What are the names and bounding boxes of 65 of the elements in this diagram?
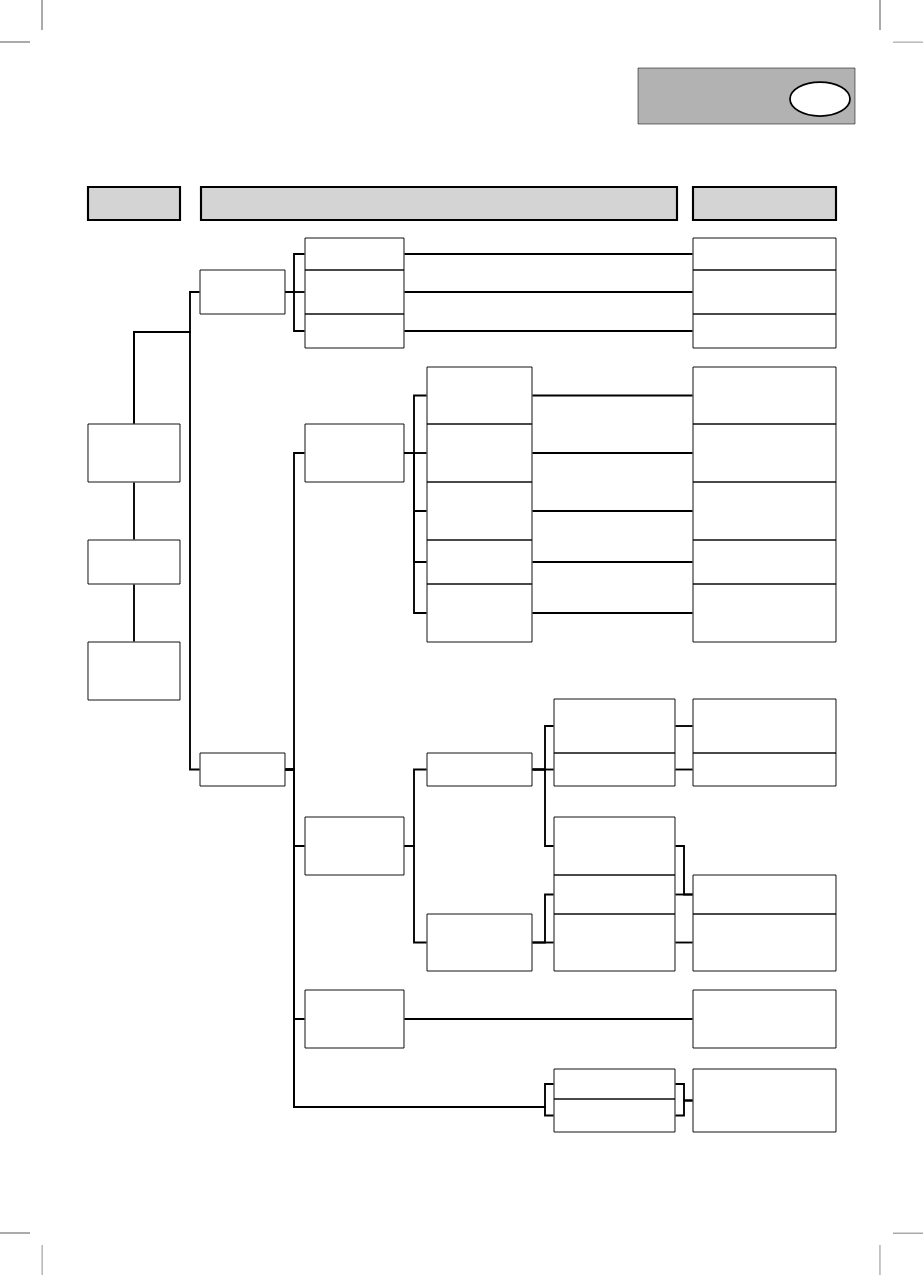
empty-box	[199, 269, 286, 315]
connector-line	[133, 583, 135, 643]
header-box	[199, 185, 679, 222]
connector-line	[531, 612, 694, 614]
empty-box	[304, 989, 405, 1049]
empty-box	[692, 269, 837, 315]
empty-box	[553, 874, 676, 915]
connector-line	[403, 1018, 694, 1020]
connector-line	[403, 845, 428, 944]
empty-box	[553, 1068, 676, 1100]
empty-box	[553, 698, 676, 754]
connector-line	[403, 253, 694, 255]
empty-box	[304, 816, 405, 876]
empty-box	[692, 313, 837, 349]
connector-line	[403, 452, 428, 614]
connector-line	[674, 893, 694, 896]
empty-box	[304, 237, 405, 271]
empty-box	[426, 481, 533, 541]
empty-box	[692, 874, 837, 915]
empty-box	[553, 752, 676, 787]
connector-line	[133, 331, 201, 771]
connector-line	[674, 941, 694, 944]
connector-line	[531, 941, 555, 944]
empty-box	[304, 269, 405, 315]
oval	[789, 81, 851, 117]
empty-box	[426, 583, 533, 643]
empty-box	[304, 423, 405, 483]
empty-box	[692, 1068, 837, 1133]
connector-line	[284, 291, 306, 332]
empty-box	[426, 913, 533, 972]
empty-box	[692, 913, 837, 972]
empty-box	[553, 1098, 676, 1133]
empty-box	[692, 752, 837, 787]
connector-line	[674, 725, 694, 727]
header-box	[86, 185, 182, 222]
empty-box	[87, 539, 181, 585]
empty-box	[692, 583, 837, 643]
empty-box	[199, 752, 286, 787]
connector-line	[531, 768, 555, 847]
connector-line	[403, 330, 694, 332]
header-box	[691, 185, 838, 222]
connector-line	[674, 1099, 694, 1117]
connector-line	[531, 561, 694, 563]
empty-box	[692, 366, 837, 425]
empty-box	[87, 641, 181, 701]
empty-box	[692, 989, 837, 1049]
empty-box	[426, 752, 533, 787]
empty-box	[692, 423, 837, 483]
connector-line	[403, 291, 694, 293]
empty-box	[692, 698, 837, 754]
empty-box	[426, 366, 533, 425]
empty-box	[553, 816, 676, 876]
connector-line	[674, 768, 694, 771]
empty-box	[87, 423, 181, 483]
connector-line	[531, 452, 694, 454]
connector-line	[133, 481, 135, 541]
empty-box	[692, 481, 837, 541]
connector-line	[531, 510, 694, 512]
empty-box	[304, 313, 405, 349]
empty-box	[692, 237, 837, 271]
connector-line	[531, 394, 694, 397]
empty-box	[426, 423, 533, 483]
empty-box	[426, 539, 533, 585]
empty-box	[553, 913, 676, 972]
empty-box	[692, 539, 837, 585]
